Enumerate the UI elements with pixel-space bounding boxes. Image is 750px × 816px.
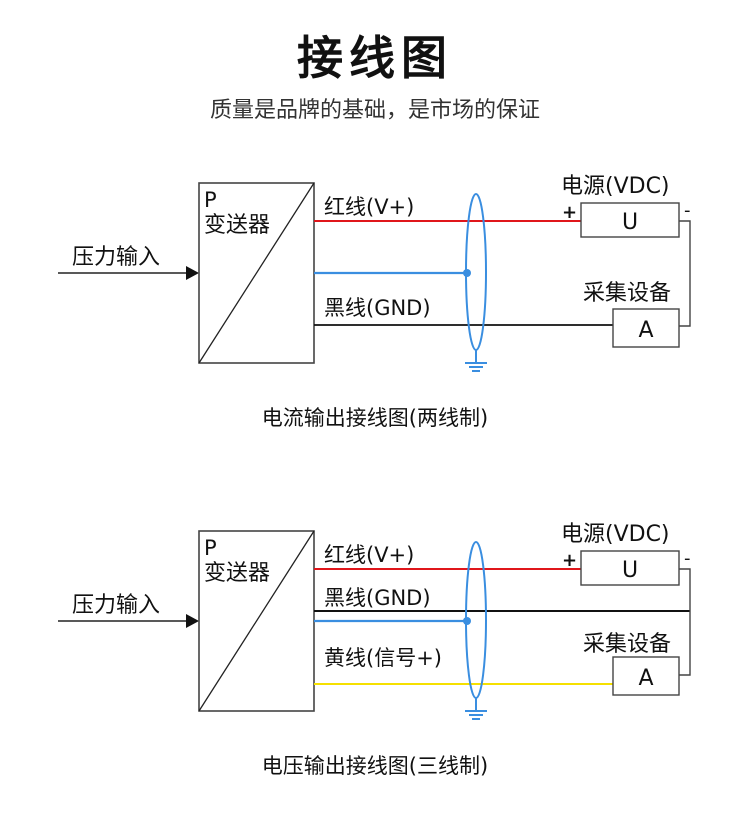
power-supply-box	[580, 550, 680, 586]
power-minus-sign: -	[684, 200, 691, 221]
transmitter-label: 变送器	[204, 213, 270, 238]
input-arrow-head-icon	[186, 614, 199, 628]
yellow-wire-label: 黄线(信号+)	[324, 646, 442, 670]
power-supply-label: 电源(VDC)	[561, 522, 670, 547]
red-wire-label: 红线(V+)	[324, 195, 414, 219]
page-title: 接线图	[297, 31, 453, 85]
input-label: 压力输入	[72, 593, 160, 618]
return-wire	[679, 220, 691, 327]
diagram-voltage-output: 压力输入 P 变送器 红线(V+) 黑线(GND) 黄线(信号+) 电源(VDC…	[58, 522, 691, 720]
transmitter-label-p: P	[204, 536, 217, 560]
page-subtitle: 质量是品牌的基础，是市场的保证	[209, 98, 540, 123]
transmitter-label-p: P	[204, 188, 217, 212]
power-supply-label: 电源(VDC)	[561, 174, 670, 199]
input-arrow-head-icon	[186, 266, 199, 280]
meter-symbol: A	[638, 318, 653, 343]
red-wire-label: 红线(V+)	[324, 543, 414, 567]
transmitter-diagonal	[198, 530, 315, 712]
diagram-caption-voltage: 电压输出接线图(三线制)	[261, 754, 489, 778]
power-plus-sign: +	[562, 550, 577, 571]
black-wire-label: 黑线(GND)	[324, 296, 431, 320]
meter-box	[612, 308, 680, 348]
meter-box	[612, 656, 680, 696]
meter-symbol: A	[638, 666, 653, 691]
ground-icon	[465, 350, 487, 372]
return-wire	[679, 568, 691, 676]
power-plus-sign: +	[562, 202, 577, 223]
diagram-caption-current: 电流输出接线图(两线制)	[261, 406, 489, 430]
power-supply-symbol: U	[622, 558, 638, 583]
input-label: 压力输入	[72, 245, 160, 270]
power-supply-symbol: U	[622, 210, 638, 235]
meter-label: 采集设备	[583, 632, 671, 657]
transmitter-diagonal	[198, 182, 315, 364]
diagram-current-output: 压力输入 P 变送器 红线(V+) 黑线(GND) 电源(VDC) + - U	[58, 174, 691, 372]
transmitter-label: 变送器	[204, 561, 270, 586]
black-wire-label: 黑线(GND)	[324, 586, 431, 610]
ground-icon	[465, 698, 487, 720]
power-minus-sign: -	[684, 548, 691, 569]
power-supply-box	[580, 202, 680, 238]
meter-label: 采集设备	[583, 281, 671, 306]
